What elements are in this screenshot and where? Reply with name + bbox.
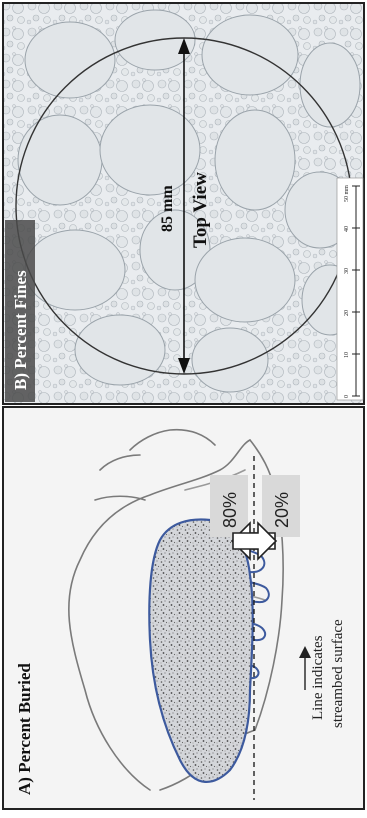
line-pointer-arrow xyxy=(299,646,311,690)
cobbles xyxy=(17,9,361,393)
view-label: Top View xyxy=(190,172,211,248)
panel-b-title: B) Percent Fines xyxy=(11,270,30,390)
line-note-1: Line indicates xyxy=(310,635,326,720)
scale-tick-10: 10 xyxy=(344,352,350,358)
scale-tick-40: 40 xyxy=(344,226,350,232)
pct-below-box xyxy=(262,475,300,537)
panel-b-title-bg xyxy=(5,220,35,402)
panel-a: A) Percent Buried 80% 20% Line indicates… xyxy=(2,406,365,810)
pct-above-label: 80% xyxy=(220,492,240,528)
pct-above-box xyxy=(210,475,248,537)
panel-a-title: A) Percent Buried xyxy=(15,663,34,795)
arrow-below xyxy=(232,521,278,561)
scale-tick-20: 20 xyxy=(344,310,350,316)
scale-tick-50: 50 mm xyxy=(344,185,350,202)
pct-below-label: 20% xyxy=(272,492,292,528)
scale-tick-0: 0 xyxy=(344,395,350,398)
diameter-label: 85 mm xyxy=(159,185,176,232)
diameter-arrow xyxy=(178,38,190,374)
panel-b: 85 mm Top View B) Percent Fines 0 10 20 … xyxy=(2,2,365,405)
scale-tick-30: 30 xyxy=(344,268,350,274)
scale-bar: 0 10 20 30 40 50 mm xyxy=(336,177,364,401)
line-note-2: streambed surface xyxy=(330,619,346,728)
